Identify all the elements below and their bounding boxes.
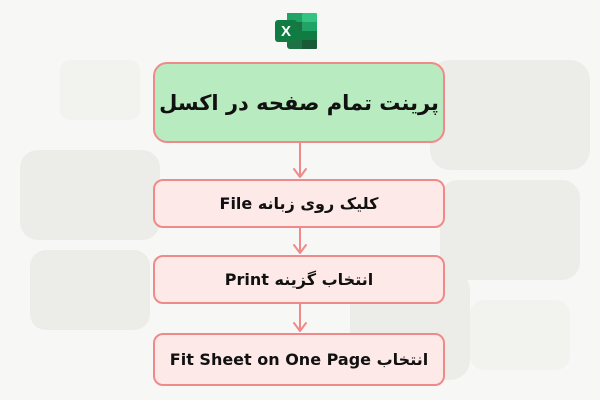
step-text-3: انتخاب Fit Sheet on One Page	[169, 350, 429, 369]
step-text-1: کلیک روی زبانه File	[219, 194, 379, 213]
step-text-2: انتخاب گزینه Print	[224, 270, 374, 289]
connector-arrow-3	[293, 304, 307, 332]
diagram-title: پرینت تمام صفحه در اکسل	[159, 90, 439, 115]
diagram-title-node: پرینت تمام صفحه در اکسل	[153, 62, 445, 143]
step-node-2: انتخاب گزینه Print	[153, 255, 445, 304]
step-node-1: کلیک روی زبانه File	[153, 179, 445, 228]
excel-icon: X	[275, 13, 317, 49]
excel-logo-letter: X	[281, 23, 291, 40]
connector-arrow-2	[293, 228, 307, 254]
step-node-3: انتخاب Fit Sheet on One Page	[153, 333, 445, 386]
connector-arrow-1	[293, 143, 307, 178]
